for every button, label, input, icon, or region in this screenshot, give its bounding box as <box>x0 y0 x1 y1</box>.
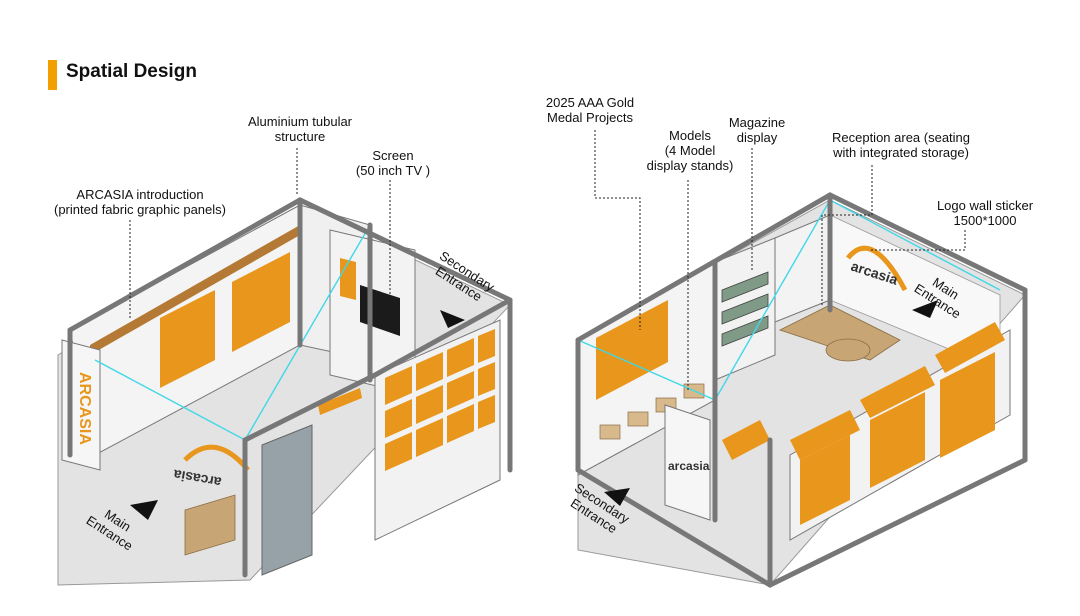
reception-seating <box>778 304 901 361</box>
left-reception-sign <box>318 388 362 415</box>
magazine-shelves <box>721 271 769 347</box>
right-back-wall-panels <box>596 300 668 400</box>
left-truss-frame <box>67 197 513 578</box>
title-accent-bar <box>48 60 57 90</box>
label-screen: Screen(50 inch TV ) <box>355 148 431 178</box>
right-guide-line <box>577 199 1001 401</box>
left-top-header <box>90 225 300 355</box>
left-wood-counter <box>184 494 236 556</box>
secondary-entrance-arrow-right <box>604 488 630 506</box>
reception-table <box>825 338 871 362</box>
left-back-wall-panels <box>160 252 356 388</box>
label-arcasia-introduction: ARCASIA introduction(printed fabric grap… <box>54 187 226 217</box>
right-front-banner <box>664 404 711 521</box>
floor-logo-arc <box>183 444 250 472</box>
side-logo-text: arcasia <box>668 459 710 473</box>
main-entrance-arrow-left <box>130 500 158 520</box>
right-top-signs <box>722 322 1005 460</box>
left-right-wall-panels <box>385 329 495 471</box>
right-side-wall-panels <box>800 352 995 525</box>
right-truss-frame <box>575 192 1028 588</box>
secondary-entrance-arrow-left <box>440 310 465 328</box>
arcasia-banner-text: ARCASIA <box>76 372 93 445</box>
leader-lines <box>129 130 966 390</box>
main-entrance-arrow-right <box>912 300 938 318</box>
wall-logo-arc <box>846 245 908 292</box>
left-grey-panel <box>261 424 313 576</box>
page-title: Spatial Design <box>66 61 197 82</box>
right-booth: arcasia arcasia <box>575 192 1028 588</box>
